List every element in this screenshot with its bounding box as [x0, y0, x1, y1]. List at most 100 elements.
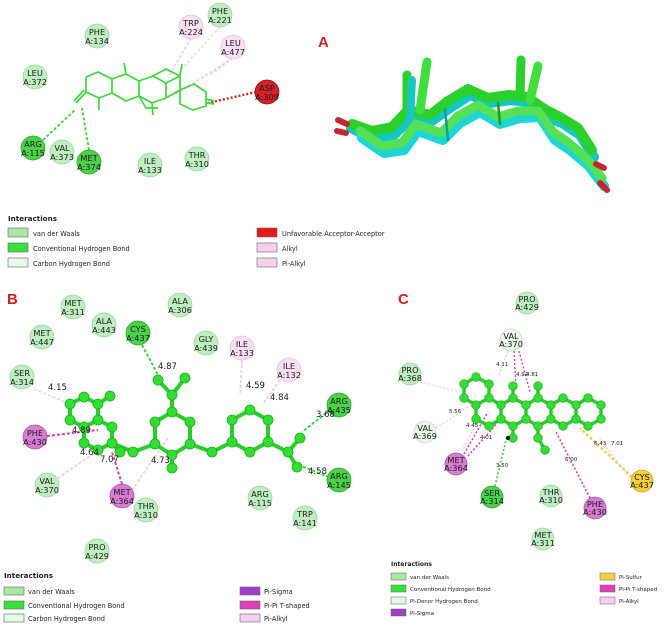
panel-b-distance-2: 4.59	[246, 381, 265, 391]
panel-b-residue-ile-132-name: ILE	[283, 361, 295, 371]
panel-b-legend-swatch-1	[3, 600, 25, 610]
panel-b-distance-0: 4.87	[158, 362, 177, 372]
panel-b-distance-3: 4.84	[270, 393, 289, 403]
panel-b-residue-arg-145-name: ARG	[330, 471, 348, 481]
panel-c-residue-phe-430-id: A:430	[583, 507, 607, 517]
panel-a-residue-phe-134-id: A:134	[85, 36, 109, 46]
panel-a-residue-val-373-id: A:373	[50, 152, 74, 162]
panel-a-legend-label-2: Carbon Hydrogen Bond	[33, 260, 110, 268]
panel-c-distance-7: 6.00	[565, 457, 578, 463]
panel-b-residue-gly-439-name: GLY	[199, 334, 215, 344]
panel-b-residue-val-370-name: VAL	[39, 476, 55, 486]
panel-a-residue-thr-310-name: THR	[188, 150, 206, 160]
panel-b-legend-label-2: Carbon Hydrogen Bond	[28, 615, 105, 623]
panel-c-letter: C	[398, 291, 409, 308]
panel-c-distance-3: 5.56	[449, 409, 462, 415]
panel-b-residue-arg-435-disc	[326, 392, 352, 418]
panel-a-residue-met-374-name: MET	[80, 153, 98, 163]
panel-b-residue-gly-439-id: A:439	[194, 343, 218, 353]
panel-c-legend-swatch-4	[599, 572, 616, 581]
panel-a-residue-phe-134-name: PHE	[89, 27, 105, 37]
panel-c-residue-pro-429-name: PRO	[518, 294, 535, 304]
panel-c-legend-swatch-6	[599, 596, 616, 605]
panel-c-legend-swatch-1	[390, 584, 407, 593]
panel-b-residue-cys-437-name: CYS	[130, 324, 146, 334]
panel-a-legend-swatch-3	[256, 227, 278, 238]
panel-a-residue-thr-310-id: A:310	[185, 159, 209, 169]
panel-a-residue-leu-477-disc	[220, 34, 246, 60]
panel-c-legend-swatch-2	[390, 596, 407, 605]
panel-c-distance-1: 4.92	[516, 372, 528, 378]
panel-a-residue-val-373-name: VAL	[54, 143, 70, 153]
panel-b-legend-label-1: Conventional Hydrogen Bond	[28, 602, 125, 610]
panel-c-residue-val-369-disc	[413, 420, 437, 444]
panel-b-residue-cys-437-id: A:437	[126, 333, 150, 343]
panel-b-residue-thr-310-id: A:310	[134, 510, 158, 520]
panel-c-residue-ser-314-id: A:314	[480, 496, 504, 506]
panel-c-interactions	[419, 350, 633, 499]
panel-a-legend-label-1: Conventional Hydrogen Bond	[33, 245, 130, 253]
panel-c-distance-2: 4.81	[526, 372, 538, 378]
panel-c-legend-label-5: Pi-Pi T-shaped	[619, 587, 657, 593]
panel-b-residue-arg-115-id: A:115	[248, 498, 272, 508]
panel-b-residue-phe-430-disc	[22, 424, 48, 450]
panel-b-residue-phe-430-name: PHE	[27, 428, 43, 438]
panel-a-residue-asp-309-name: ASP	[259, 83, 275, 93]
panel-c-legend-swatch-3	[390, 608, 407, 617]
panel-c-residue-ser-314-name: SER	[484, 488, 500, 498]
panel-a-legend-label-5: Pi-Alkyl	[282, 260, 306, 268]
panel-b-residue-met-447-disc	[29, 324, 55, 350]
panel-b-residue-arg-435-name: ARG	[330, 396, 348, 406]
panel-b-distance-7: 7.07	[100, 455, 119, 465]
panel-c-residue-val-370-id: A:370	[499, 339, 523, 349]
panel-c-legend-label-3: Pi-Sigma	[410, 611, 434, 617]
panel-b-residue-ile-133-name: ILE	[236, 339, 248, 349]
panel-a-letter: A	[318, 34, 329, 51]
panel-b-residue-ala-443-name: ALA	[96, 316, 112, 326]
panel-b-residue-pro-429-name: PRO	[88, 542, 105, 552]
panel-c-distance-9: 7.01	[611, 441, 623, 447]
panel-a-residue-trp-224-id: A:224	[179, 27, 203, 37]
panel-a-legend: Interactions van der Waals Conventional …	[7, 214, 385, 268]
panel-c: PROA:429VALA:370PROA:368VALA:369META:364…	[390, 291, 657, 617]
panel-c-residue-met-311-disc	[531, 527, 555, 551]
panel-c-residue-pro-368-name: PRO	[401, 365, 418, 375]
panel-a-residue-phe-221-name: PHE	[212, 6, 228, 16]
panel-a-residue-met-374-id: A:374	[77, 162, 101, 172]
panel-c-residue-val-369-id: A:369	[413, 431, 437, 441]
panel-c-distance-8: 6.43	[594, 441, 607, 447]
panel-b-distances: 4.87 4.15 4.59 4.84 3.68 4.89 4.64 7.07 …	[48, 362, 335, 477]
panel-a-legend-label-0: van der Waals	[33, 230, 80, 238]
panel-b-residue-ser-314-id: A:314	[10, 377, 34, 387]
panel-a-residues: PHEA:134PHEA:221TRPA:224LEUA:477LEUA:372…	[20, 2, 280, 178]
panel-b-ligand	[64, 372, 306, 474]
panel-b-legend-swatch-0	[3, 586, 25, 596]
panel-a-residue-arg-115-disc	[20, 135, 46, 161]
panel-b-residue-ile-132-disc	[276, 357, 302, 383]
panel-c-residue-cys-437-disc	[630, 469, 654, 493]
panel-b-residue-trp-141-disc	[292, 505, 318, 531]
panel-c-legend-label-2: Pi-Donor Hydrogen Bond	[410, 599, 478, 605]
panel-b-residue-met-447-id: A:447	[30, 337, 54, 347]
panel-b-legend-swatch-3	[239, 586, 261, 596]
panel-b-residue-thr-310-name: THR	[137, 501, 155, 511]
panel-c-distance-0: 4.11	[496, 362, 508, 368]
